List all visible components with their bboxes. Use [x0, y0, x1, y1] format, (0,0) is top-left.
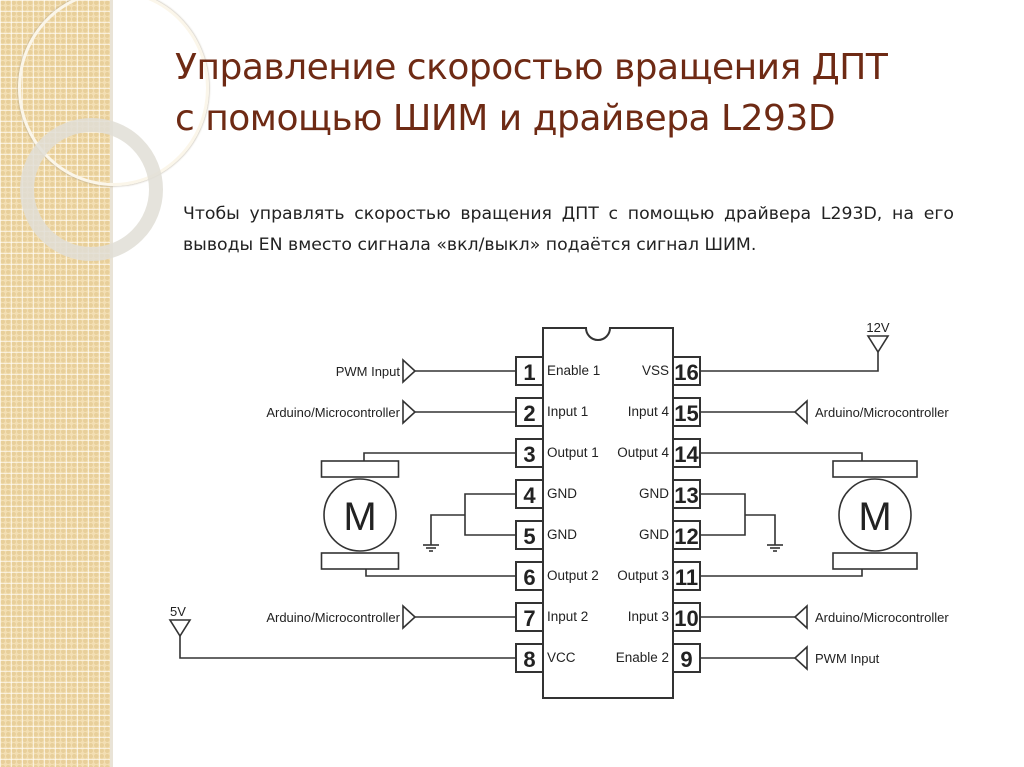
pin-box: [672, 397, 701, 427]
pin-label: Enable 2: [616, 650, 669, 665]
pin-box: [515, 520, 544, 550]
pin-label: GND: [639, 486, 669, 501]
pin-label: Input 3: [628, 609, 669, 624]
pin-number: 8: [523, 647, 535, 672]
pin-label: Input 4: [628, 404, 670, 419]
pin-number: 6: [523, 565, 535, 590]
pin-number: 13: [674, 483, 698, 508]
signal-label: Arduino/Microcontroller: [815, 610, 949, 625]
title-line-2: с помощью ШИМ и драйвера L293D: [175, 98, 836, 139]
sidebar-divider: [110, 0, 113, 767]
pin-label: VSS: [642, 363, 669, 378]
motor-icon: [838, 478, 912, 552]
motor2-wire: [700, 569, 863, 577]
pin-label: Output 4: [617, 445, 669, 460]
antenna-icon: [168, 619, 192, 638]
pin-label: GND: [547, 486, 577, 501]
gnd-wire: [700, 493, 746, 536]
pin-number: 16: [674, 360, 698, 385]
motor1-wire: [363, 452, 516, 461]
gnd-wire: [464, 493, 516, 536]
pin-number: 4: [523, 483, 536, 508]
pin-box: [515, 438, 544, 468]
pin-number: 5: [523, 524, 535, 549]
pin-label: Input 2: [547, 609, 588, 624]
pin-box: [672, 356, 701, 386]
supply-label: 12V: [866, 320, 889, 335]
motor2-wire: [700, 452, 863, 461]
pin-label: Enable 1: [547, 363, 600, 378]
pin-number: 2: [523, 401, 535, 426]
supply-label: 5V: [170, 604, 186, 619]
vcc-wire: [179, 636, 516, 659]
pin-box: [515, 479, 544, 509]
pin-number: 10: [674, 606, 698, 631]
input-arrow-icon: [402, 358, 417, 384]
pin-number: 7: [523, 606, 535, 631]
slide-title: Управление скоростью вращения ДПТ с помо…: [175, 42, 888, 144]
motor-label: M: [343, 495, 376, 539]
pin-box: [515, 561, 544, 591]
pin-label: Output 1: [547, 445, 599, 460]
motor-brush: [832, 460, 918, 478]
signal-label: PWM Input: [815, 651, 880, 666]
signal-label: Arduino/Microcontroller: [266, 405, 400, 420]
pin-box: [672, 520, 701, 550]
pin-label: Output 2: [547, 568, 599, 583]
pin-label: Input 1: [547, 404, 588, 419]
signal-label: Arduino/Microcontroller: [815, 405, 949, 420]
input-arrow-icon: [793, 399, 808, 425]
pin-label: VCC: [547, 650, 576, 665]
pin-label: GND: [639, 527, 669, 542]
input-arrow-icon: [793, 604, 808, 630]
pin-label: Output 3: [617, 568, 669, 583]
motor-brush: [320, 460, 400, 478]
input-arrow-icon: [793, 645, 808, 671]
motor-icon: [323, 478, 397, 552]
antenna-icon: [866, 335, 890, 354]
pin-label: GND: [547, 527, 577, 542]
gnd-wire: [430, 514, 465, 545]
pin-number: 1: [523, 360, 535, 385]
chip-body: [542, 327, 674, 699]
vss-wire: [700, 352, 879, 372]
slide-paragraph: Чтобы управлять скоростью вращения ДПТ с…: [183, 204, 954, 255]
input-arrow-icon: [402, 604, 417, 630]
motor-label: M: [858, 495, 891, 539]
pin-box: [515, 602, 544, 632]
input-arrow-icon: [402, 399, 417, 425]
pin-number: 14: [674, 442, 699, 467]
signal-label: Arduino/Microcontroller: [266, 610, 400, 625]
motor-brush: [832, 552, 918, 570]
motor-brush: [320, 552, 400, 570]
pin-number: 15: [674, 401, 698, 426]
pin-number: 11: [675, 565, 698, 590]
gnd-wire: [745, 514, 776, 545]
pin-number: 3: [523, 442, 535, 467]
signal-label: PWM Input: [336, 364, 401, 379]
motor1-wire: [365, 569, 516, 577]
title-line-1: Управление скоростью вращения ДПТ: [175, 47, 888, 88]
pin-number: 9: [680, 647, 692, 672]
pin-number: 12: [674, 524, 698, 549]
